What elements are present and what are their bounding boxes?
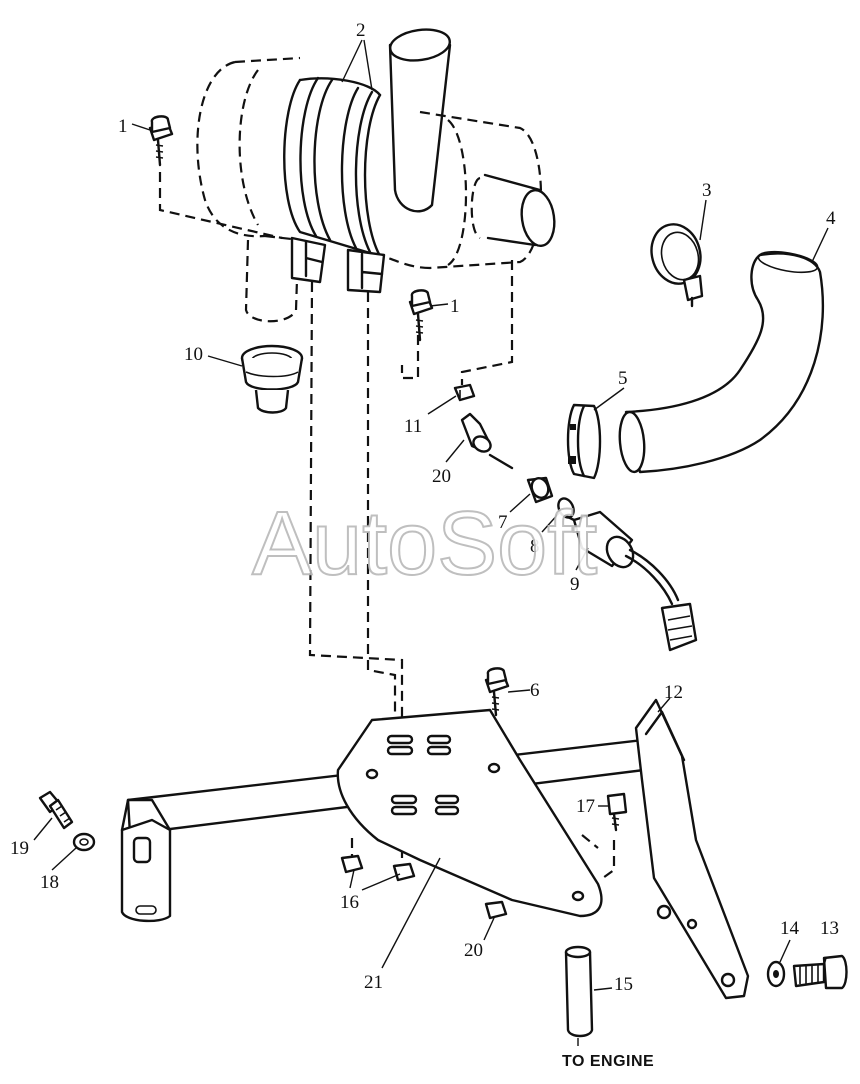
callout-1-left: 1 xyxy=(118,116,128,137)
washer-part-18 xyxy=(72,832,96,852)
callout-7: 7 xyxy=(498,512,508,533)
callout-17: 17 xyxy=(576,796,595,817)
air-cleaner-housing xyxy=(196,56,543,323)
hose-clamp-part-5 xyxy=(566,403,602,480)
air-cleaner-body xyxy=(283,77,382,258)
clamp-feet xyxy=(290,236,386,294)
callout-8: 8 xyxy=(530,536,540,557)
band-clamps xyxy=(299,76,374,254)
callout-3: 3 xyxy=(702,180,712,201)
mounting-bracket-part-12 xyxy=(634,698,750,1000)
callout-2: 2 xyxy=(356,20,366,41)
adapter-part-7 xyxy=(526,476,554,504)
bolt-part-6 xyxy=(484,667,510,717)
bolt-part-1-right xyxy=(408,289,434,342)
mounting-plate-part-21 xyxy=(336,708,603,918)
callout-16: 16 xyxy=(340,892,359,913)
spacer-tube-part-15 xyxy=(564,945,594,1038)
outlet-pipe xyxy=(388,28,452,213)
callout-20-upper: 20 xyxy=(432,466,451,487)
nut-part-20-lower xyxy=(484,900,508,920)
side-outlet xyxy=(483,173,556,248)
callout-21: 21 xyxy=(364,972,383,993)
to-engine-caption: TO ENGINE xyxy=(562,1053,654,1070)
nut-part-11 xyxy=(453,383,476,402)
callout-9: 9 xyxy=(570,574,580,595)
washer-part-14 xyxy=(766,960,786,988)
bolt-part-19 xyxy=(38,790,74,830)
callout-18: 18 xyxy=(40,872,59,893)
bolt-part-1-left xyxy=(148,115,174,167)
bolt-part-17 xyxy=(606,792,628,832)
leader-lines xyxy=(33,39,829,1046)
callout-numbers: 1 2 3 4 5 1 10 11 20 7 8 9 6 12 17 19 18… xyxy=(10,20,839,995)
callout-14: 14 xyxy=(780,918,800,939)
bolt-part-13 xyxy=(792,954,848,990)
precleaner-cap-part-10 xyxy=(240,344,304,414)
left-end-bracket xyxy=(120,798,172,923)
elbow-hose-part-4 xyxy=(618,250,825,474)
callout-19: 19 xyxy=(10,838,29,859)
watermark: AutoSoft xyxy=(252,494,597,594)
callout-5: 5 xyxy=(618,368,628,389)
hose-clamp-part-3 xyxy=(650,223,704,308)
callout-15: 15 xyxy=(614,974,633,995)
callout-13: 13 xyxy=(820,918,839,939)
callout-10: 10 xyxy=(184,344,203,365)
callout-20-lower: 20 xyxy=(464,940,483,961)
restriction-switch-part-9 xyxy=(564,510,698,652)
callout-1-right: 1 xyxy=(450,296,460,317)
callout-6: 6 xyxy=(530,680,540,701)
callout-11: 11 xyxy=(404,416,422,437)
callout-12: 12 xyxy=(664,682,683,703)
callout-4: 4 xyxy=(826,208,836,229)
elbow-fitting-part-20 xyxy=(460,412,514,470)
